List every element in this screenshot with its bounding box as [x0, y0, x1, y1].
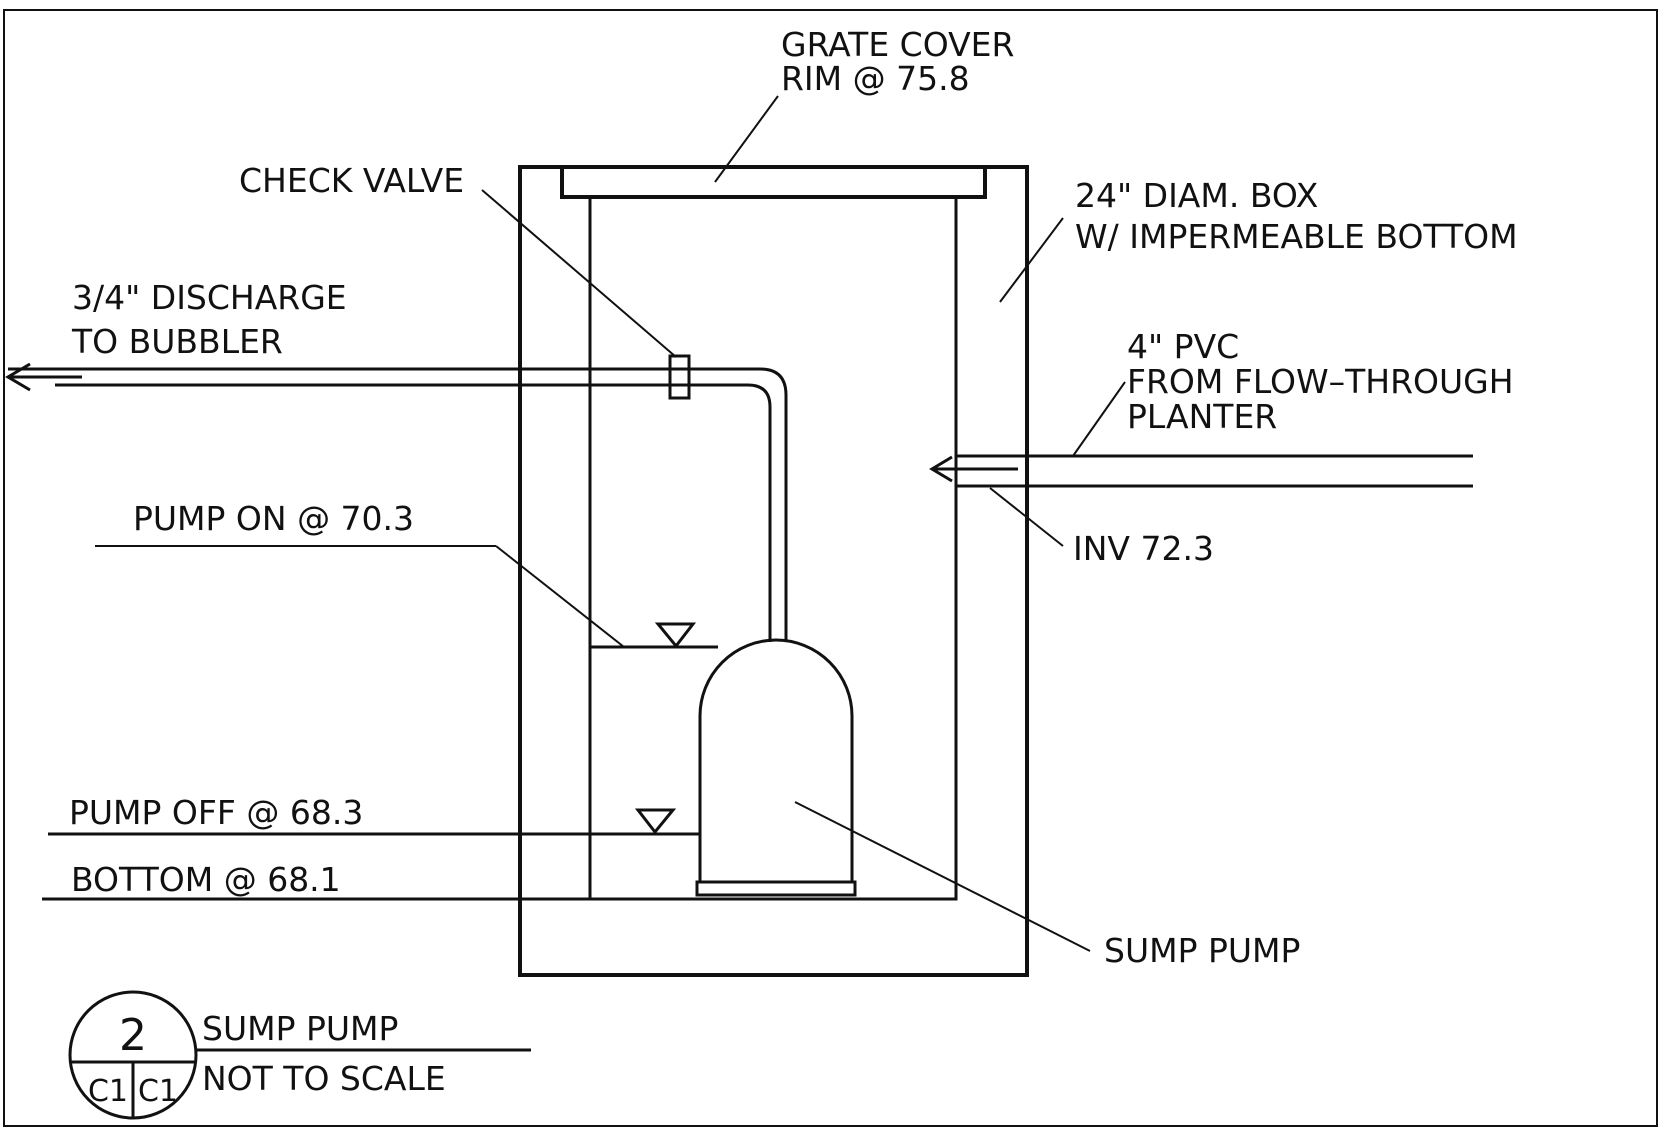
detail-sheet-left: C1 [88, 1074, 128, 1109]
leader-check-valve [481, 189, 677, 358]
leader-grate-cover [714, 95, 779, 183]
label-pvc: 4" PVC [1127, 327, 1239, 366]
leader-sump-pump [794, 801, 1091, 952]
discharge-pipe-top [8, 367, 788, 642]
leader-box [999, 217, 1064, 303]
sheet-border [3, 9, 1658, 1127]
label-box-bottom: W/ IMPERMEABLE BOTTOM [1075, 217, 1518, 256]
leader-pump-on [495, 545, 625, 648]
inner-chamber [588, 195, 958, 901]
discharge-pipe-bottom [55, 383, 772, 642]
label-discharge: 3/4" DISCHARGE [72, 278, 347, 317]
leader-pvc [1072, 381, 1126, 457]
inflow-arrow-icon [929, 455, 953, 483]
pump-on-level-marker-icon [654, 622, 697, 649]
detail-title: SUMP PUMP [202, 1009, 398, 1048]
pump-off-level-marker-icon [634, 808, 677, 835]
detail-sheet-right: C1 [138, 1074, 178, 1109]
label-box-diameter: 24" DIAM. BOX [1075, 176, 1318, 215]
check-valve [668, 354, 691, 400]
label-discharge-to: TO BUBBLER [71, 322, 283, 361]
label-check-valve: CHECK VALVE [239, 161, 464, 200]
label-pvc-planter: PLANTER [1127, 397, 1277, 436]
sump-pump-body [698, 638, 854, 883]
label-bottom: BOTTOM @ 68.1 [71, 860, 341, 899]
label-sump-pump: SUMP PUMP [1104, 931, 1300, 970]
sump-pump-base [695, 880, 857, 897]
label-pvc-from: FROM FLOW–THROUGH [1127, 362, 1514, 401]
label-grate-cover: GRATE COVER [781, 25, 1014, 64]
label-pump-on: PUMP ON @ 70.3 [133, 499, 414, 538]
detail-number: 2 [119, 1010, 147, 1061]
label-rim-elevation: RIM @ 75.8 [781, 59, 970, 98]
leader-inv [989, 487, 1064, 547]
label-inv: INV 72.3 [1073, 529, 1214, 568]
label-pump-off: PUMP OFF @ 68.3 [69, 793, 363, 832]
detail-scale: NOT TO SCALE [202, 1059, 446, 1098]
